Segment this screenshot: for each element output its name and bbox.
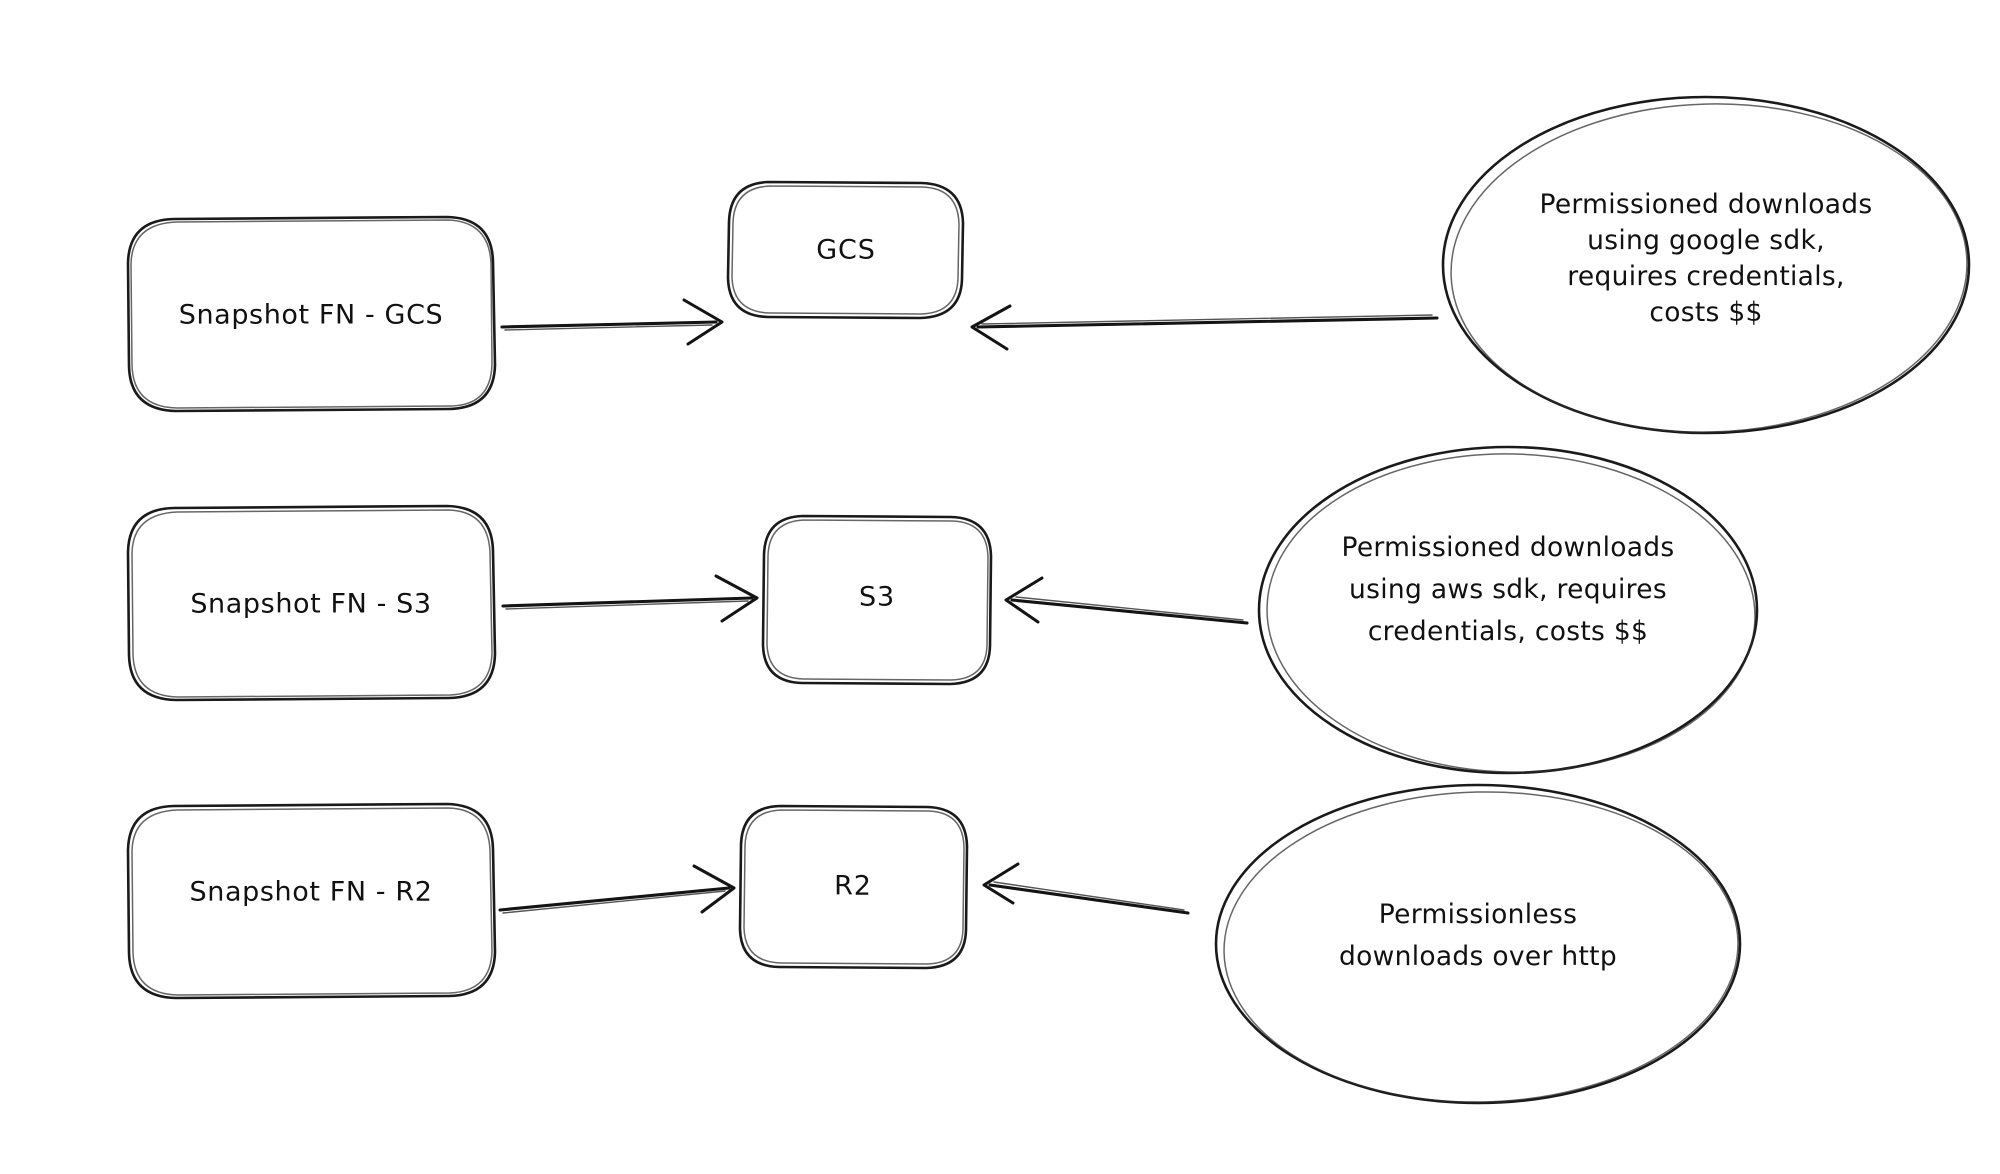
edge-note-r2-to-r2: [982, 862, 1190, 915]
node-label: Snapshot FN - R2: [190, 877, 433, 908]
edge-note-s3-to-s3: [1004, 576, 1249, 625]
note-s3[interactable]: Permissioned downloads using aws sdk, re…: [1257, 445, 1759, 778]
edge-snapshot-fn-s3-to-s3: [501, 574, 759, 623]
edge-snapshot-fn-r2-to-r2: [498, 864, 736, 914]
note-line: Permissioned downloads: [1341, 532, 1674, 563]
node-s3[interactable]: S3: [761, 514, 993, 686]
note-line: using aws sdk, requires: [1349, 574, 1667, 605]
note-line: Permissionless: [1379, 899, 1577, 930]
r2-row-group: Snapshot FN - R2 R2 Permissionless downl…: [126, 783, 1742, 1107]
note-gcs[interactable]: Permissioned downloads using google sdk,…: [1441, 95, 1971, 439]
s3-row-group: Snapshot FN - S3 S3 Permissioned downloa…: [126, 445, 1759, 778]
note-line: costs $$: [1649, 297, 1762, 328]
gcs-row-group: Snapshot FN - GCS GCS Permissioned downl…: [126, 95, 1971, 439]
node-r2[interactable]: R2: [738, 804, 969, 970]
note-line: requires credentials,: [1567, 261, 1844, 292]
node-snapshot-fn-gcs[interactable]: Snapshot FN - GCS: [126, 215, 497, 413]
note-line: downloads over http: [1339, 941, 1617, 972]
note-r2[interactable]: Permissionless downloads over http: [1214, 783, 1742, 1107]
node-snapshot-fn-s3[interactable]: Snapshot FN - S3: [126, 504, 497, 702]
node-label: Snapshot FN - GCS: [179, 300, 444, 331]
node-label: R2: [834, 871, 872, 902]
node-label: Snapshot FN - S3: [190, 589, 431, 620]
note-line: Permissioned downloads: [1539, 189, 1872, 220]
node-gcs[interactable]: GCS: [726, 180, 965, 320]
note-line: using google sdk,: [1587, 225, 1825, 256]
node-snapshot-fn-r2[interactable]: Snapshot FN - R2: [126, 802, 497, 1000]
node-label: S3: [859, 582, 895, 613]
node-label: GCS: [816, 235, 876, 266]
note-line: credentials, costs $$: [1368, 616, 1648, 647]
edge-snapshot-fn-gcs-to-gcs: [500, 298, 724, 346]
edge-note-gcs-to-gcs: [970, 304, 1439, 351]
